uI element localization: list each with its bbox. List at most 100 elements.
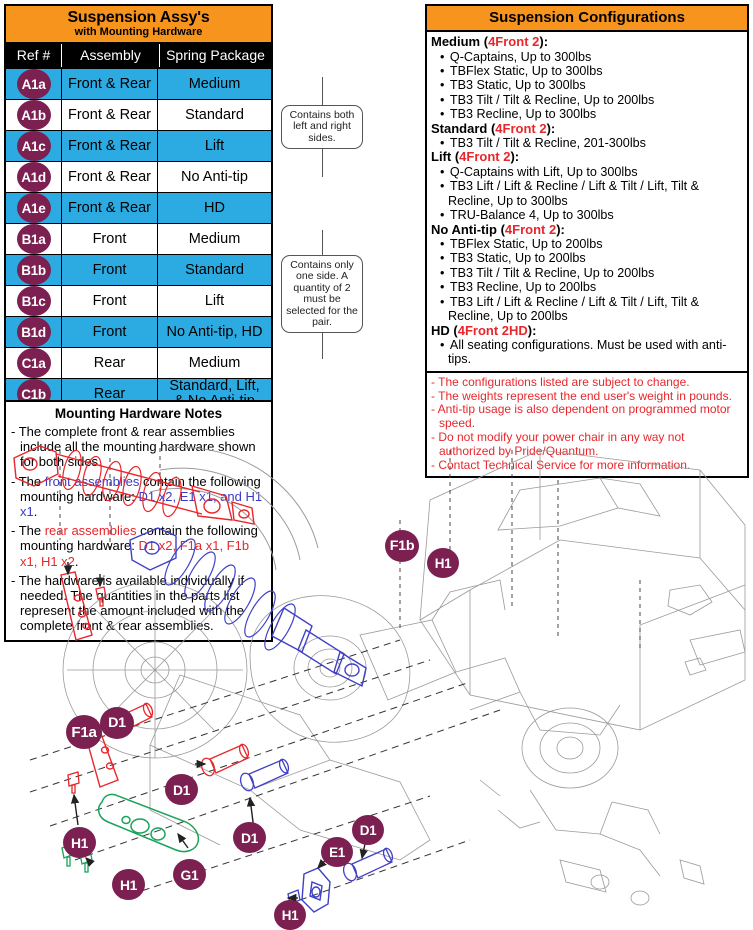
config-group-name: Medium bbox=[431, 34, 481, 49]
bullet-icon: • bbox=[440, 208, 450, 223]
ref-badge: B1a bbox=[16, 224, 51, 254]
config-group-heading: Medium (4Front 2): bbox=[431, 34, 743, 50]
config-item-text: TB3 Tilt / Tilt & Recline, Up to 200lbs bbox=[449, 92, 655, 107]
config-group-paren-open: ( bbox=[451, 149, 460, 165]
note-emphasis-2: D1 x2, E1 x1, and H1 x1 bbox=[20, 488, 263, 520]
spring-package-cell: Lift bbox=[204, 292, 225, 309]
bullet-icon: • bbox=[440, 294, 450, 309]
spring-package-cell: Medium bbox=[188, 75, 241, 92]
config-item: • TRU-Balance 4, Up to 300lbs bbox=[431, 208, 743, 222]
note-tail: . bbox=[33, 504, 38, 520]
config-item: • TB3 Recline, Up to 200lbs bbox=[431, 280, 743, 294]
config-warning-line: - The weights represent the end user's w… bbox=[431, 388, 732, 403]
bullet-icon: • bbox=[440, 92, 450, 107]
assembly-cell: Rear bbox=[61, 379, 158, 409]
spring-package-cell: No Anti-tip, HD bbox=[166, 323, 263, 340]
note-rear: - The rear assemblies contain the follow… bbox=[11, 523, 266, 569]
config-group-code: 4Front 2 bbox=[459, 149, 511, 165]
assembly-cell: Rear bbox=[61, 348, 158, 378]
badge-d1-1: D1 bbox=[100, 707, 134, 739]
config-group-paren-close: ): bbox=[556, 221, 565, 237]
bullet-icon: • bbox=[440, 63, 450, 78]
ref-cell: B1c bbox=[6, 286, 61, 316]
ref-cell: C1a bbox=[6, 348, 61, 378]
callout-both-sides-text: Contains both left and right sides. bbox=[289, 108, 355, 144]
table-row: B1d Front No Anti-tip, HD bbox=[6, 317, 271, 348]
bullet-icon: • bbox=[440, 136, 450, 151]
badge-f1b: F1b bbox=[385, 530, 419, 562]
config-group-code: 4Front 2 bbox=[488, 34, 540, 49]
assembly-cell: Front bbox=[61, 255, 158, 285]
badge-h1-3: H1 bbox=[112, 869, 145, 900]
config-item-text: All seating configurations. Must be used… bbox=[448, 338, 727, 367]
config-panel-title: Suspension Configurations bbox=[427, 6, 747, 32]
callout-one-side-text: Contains only one side. A quantity of 2 … bbox=[286, 258, 358, 328]
assembly-cell: Front bbox=[61, 317, 158, 347]
config-item-text: TBFlex Static, Up to 300lbs bbox=[449, 63, 603, 78]
config-group-code: 4Front 2 bbox=[495, 120, 547, 136]
assy-table-title-line2: with Mounting Hardware bbox=[74, 26, 203, 38]
spring-package-cell: Standard bbox=[185, 106, 244, 123]
ref-badge: B1d bbox=[16, 317, 51, 347]
note-lead: - The bbox=[11, 473, 45, 489]
config-group-paren-close: ): bbox=[527, 322, 537, 338]
bullet-icon: • bbox=[440, 265, 450, 280]
badge-d1-4: D1 bbox=[352, 815, 384, 845]
spring-package-cell: HD bbox=[204, 199, 225, 216]
suspension-configurations-panel: Suspension Configurations Medium (4Front… bbox=[425, 4, 749, 479]
assembly-cell: Front & Rear bbox=[61, 162, 158, 192]
spring-package-cell: Medium bbox=[188, 230, 241, 247]
ref-badge: A1a bbox=[16, 69, 51, 99]
notes-title: Mounting Hardware Notes bbox=[54, 406, 223, 421]
config-group-paren-open: ( bbox=[449, 322, 458, 338]
ref-cell: B1d bbox=[6, 317, 61, 347]
column-header-assembly: Assembly bbox=[61, 44, 160, 67]
bullet-icon: • bbox=[440, 179, 450, 194]
ref-badge: C1a bbox=[16, 348, 51, 378]
bullet-icon: • bbox=[440, 237, 450, 252]
bullet-icon: • bbox=[440, 107, 450, 122]
column-header-ref: Ref # bbox=[16, 47, 51, 63]
ref-cell: A1d bbox=[6, 162, 61, 192]
badge-f1a: F1a bbox=[66, 715, 102, 749]
bullet-icon: • bbox=[440, 251, 450, 266]
config-item: • TB3 Lift / Lift & Recline / Lift & Til… bbox=[431, 295, 743, 324]
config-group-heading: No Anti-tip (4Front 2): bbox=[431, 221, 743, 238]
note-emphasis-2: D1 x2, F1a x1, F1b x1, H1 x2 bbox=[20, 538, 250, 569]
ref-cell: B1b bbox=[6, 255, 61, 285]
ref-badge: B1c bbox=[16, 286, 51, 316]
assembly-cell: Front & Rear bbox=[61, 69, 158, 99]
ref-cell: A1c bbox=[6, 131, 61, 161]
ref-cell: B1a bbox=[6, 224, 61, 254]
config-item-text: TB3 Tilt / Tilt & Recline, Up to 200lbs bbox=[449, 265, 655, 280]
bullet-icon: • bbox=[440, 49, 450, 64]
suspension-assy-table: Suspension Assy's with Mounting Hardware… bbox=[4, 4, 273, 442]
badge-g1: G1 bbox=[173, 859, 206, 890]
ref-cell: A1e bbox=[6, 193, 61, 223]
bullet-icon: • bbox=[440, 338, 450, 352]
config-warning-line: - Do not modify your power chair in any … bbox=[431, 430, 685, 458]
assy-table-header-row: Ref # Assembly Spring Package bbox=[6, 44, 271, 69]
config-item-text: TB3 Tilt / Tilt & Recline, 201-300lbs bbox=[449, 136, 646, 151]
config-group-heading: HD (4Front 2HD): bbox=[431, 322, 743, 339]
config-item-text: TB3 Lift / Lift & Recline / Lift & Tilt … bbox=[448, 179, 700, 208]
notes-list: - The complete front & rear assemblies i… bbox=[11, 424, 266, 634]
assy-table-title-line1: Suspension Assy's bbox=[67, 9, 210, 26]
config-warnings-list: - The configurations listed are subject … bbox=[427, 370, 747, 477]
callout-one-side: Contains only one side. A quantity of 2 … bbox=[281, 255, 363, 333]
config-item-text: Q-Captains with Lift, Up to 300lbs bbox=[449, 164, 638, 179]
config-item: • Q-Captains with Lift, Up to 300lbs bbox=[431, 165, 743, 179]
config-warning-line: - The configurations listed are subject … bbox=[431, 374, 690, 389]
spring-package-cell: Standard bbox=[185, 261, 244, 278]
config-warning-line: - Anti-tip usage is also dependent on pr… bbox=[431, 402, 731, 431]
config-group-heading: Lift (4Front 2): bbox=[431, 150, 743, 165]
note-tail: . bbox=[74, 553, 79, 569]
ref-badge: A1c bbox=[16, 131, 51, 161]
assembly-cell: Front & Rear bbox=[61, 193, 158, 223]
